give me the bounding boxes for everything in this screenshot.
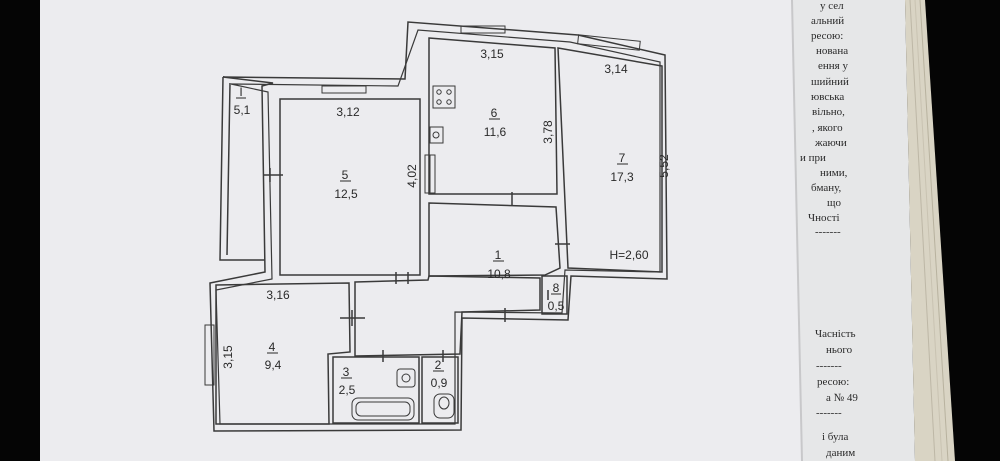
- toilet: [433, 393, 455, 419]
- ceiling-height: H=2,60: [609, 248, 648, 262]
- text-line: а № 49: [826, 392, 858, 404]
- room-label: 2: [435, 358, 442, 372]
- outer-wall: [209, 21, 668, 432]
- room-area: 5,1: [234, 103, 251, 117]
- bathtub: [351, 397, 415, 421]
- text-line: -------: [816, 360, 842, 372]
- text-line: бману,: [811, 182, 842, 194]
- dimension-label: 3,78: [541, 120, 555, 144]
- page-edges: [905, 0, 955, 461]
- text-line: ювська: [811, 91, 844, 103]
- dimension-label: 3,16: [266, 288, 290, 302]
- floor-plan: [204, 21, 668, 432]
- room-label: 6: [491, 106, 498, 120]
- text-line: шийний: [811, 76, 849, 88]
- side-page-text: у сел альний ресою: нована ення у шийний…: [800, 0, 858, 459]
- dimension-label: 4,02: [405, 164, 419, 188]
- balcony: [219, 76, 265, 261]
- side-page: [792, 0, 915, 461]
- room-label: 8: [553, 281, 560, 295]
- kitchen-sink: [429, 126, 444, 144]
- room-label: 1: [495, 248, 502, 262]
- dimension-label: 3,14: [604, 62, 628, 76]
- window-6: [460, 25, 506, 34]
- stove: [432, 85, 456, 109]
- room-area: 2,5: [339, 383, 356, 397]
- text-line: Чності: [808, 212, 840, 224]
- bath-sink: [396, 368, 416, 388]
- text-line: ресою:: [811, 30, 843, 42]
- room-2: [421, 356, 459, 424]
- room-label: 7: [619, 151, 626, 165]
- room-area: 17,3: [610, 170, 634, 184]
- dimension-label: 3,15: [480, 47, 504, 61]
- room-area: 0,5: [548, 299, 565, 313]
- text-line: -------: [816, 407, 842, 419]
- window-5: [321, 85, 367, 94]
- room-label: 3: [343, 365, 350, 379]
- room-area: 11,6: [484, 125, 507, 139]
- text-line: нього: [826, 344, 853, 356]
- text-line: даним: [826, 447, 855, 459]
- window-7: [577, 34, 641, 51]
- text-line: , якого: [812, 122, 843, 134]
- room-4: [215, 282, 351, 425]
- text-line: ення у: [818, 60, 848, 72]
- text-line: нована: [816, 45, 848, 57]
- text-line: у сел: [820, 0, 844, 12]
- text-line: жаючи: [814, 137, 847, 149]
- corridor: [354, 275, 541, 357]
- room-1: [428, 202, 561, 277]
- room-7: [557, 47, 663, 273]
- text-line: альний: [811, 15, 844, 27]
- room-area: 9,4: [265, 358, 282, 372]
- plan-labels: I 5,1 5 12,5 6 11,6 7 17,3 H=2,60 1 10,8…: [221, 47, 671, 397]
- text-line: ресою:: [817, 376, 849, 388]
- text-line: і була: [822, 431, 848, 443]
- text-line: ними,: [820, 167, 848, 179]
- room-label: 5: [342, 168, 349, 182]
- dimension-label: 5,52: [657, 154, 671, 178]
- window-4: [204, 324, 215, 386]
- text-line: що: [827, 197, 841, 209]
- dimension-label: 3,12: [336, 105, 360, 119]
- text-line: и при: [800, 152, 826, 164]
- room-area: 12,5: [334, 187, 358, 201]
- room-8: [541, 275, 568, 315]
- room-area: 0,9: [431, 376, 448, 390]
- text-line: Часність: [815, 328, 856, 340]
- dimension-label: 3,15: [221, 345, 235, 369]
- text-line: вільно,: [812, 106, 845, 118]
- room-label: I: [239, 85, 242, 99]
- text-line: -------: [815, 226, 841, 238]
- room-6: [428, 37, 558, 195]
- main-page: [40, 0, 802, 461]
- room-area: 10,8: [487, 267, 511, 281]
- room-label: 4: [269, 340, 276, 354]
- room-5: [279, 98, 421, 276]
- room-3: [332, 356, 420, 424]
